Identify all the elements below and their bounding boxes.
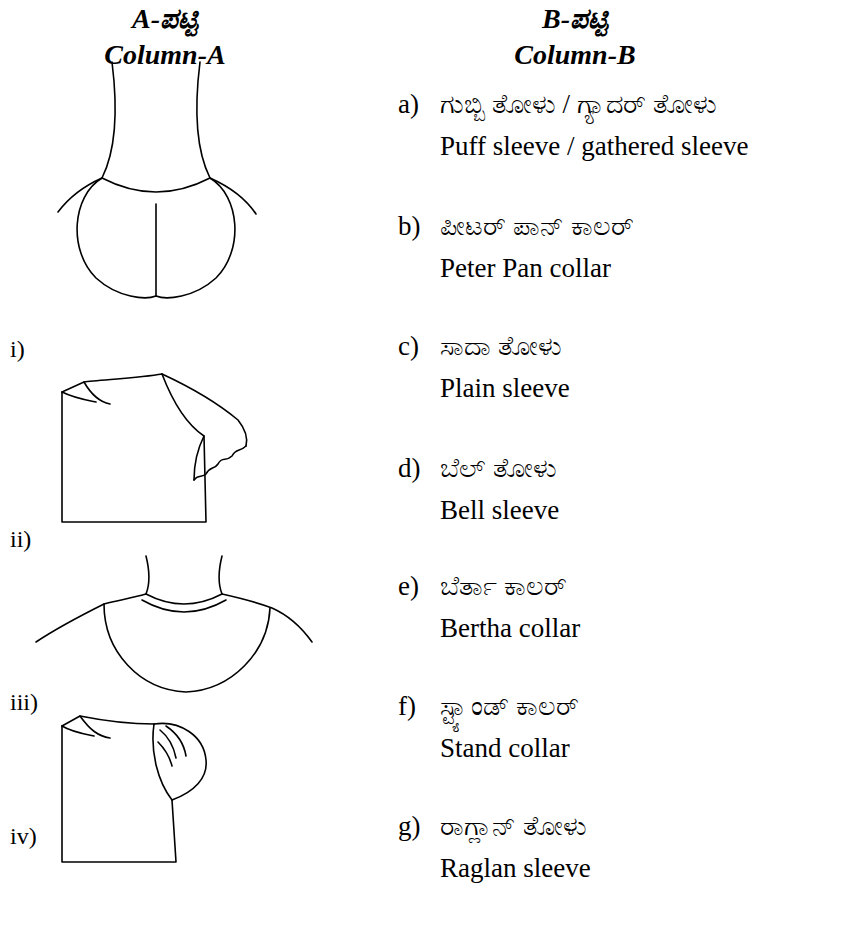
option-text-english: Plain sleeve bbox=[440, 372, 570, 404]
option-letter: a) bbox=[398, 88, 419, 120]
option-text-kannada: ಬೆಲ್ ತೋಳು bbox=[440, 452, 557, 484]
option-text-kannada: ರಾಗ್ಲಾನ್ ತೋಳು bbox=[440, 810, 587, 842]
option-text-kannada: ಪೀಟರ್ ಪಾನ್ ಕಾಲರ್ bbox=[440, 210, 634, 242]
option-text-english: Bell sleeve bbox=[440, 494, 559, 526]
puff-sleeve-figure bbox=[62, 716, 206, 862]
option-letter: g) bbox=[398, 810, 421, 842]
bertha-collar-figure bbox=[36, 556, 312, 692]
item-number: iii) bbox=[10, 688, 38, 717]
option-letter: b) bbox=[398, 210, 421, 242]
peter-pan-collar-figure bbox=[58, 62, 256, 298]
column-heading: B-ಪಟ್ಟಿ bbox=[445, 2, 705, 36]
option-text-kannada: ಸಾದಾ ತೋಳು bbox=[440, 330, 562, 362]
option-letter: f) bbox=[398, 690, 416, 722]
option-letter: e) bbox=[398, 570, 419, 602]
option-text-english: Peter Pan collar bbox=[440, 252, 611, 284]
item-number: iv) bbox=[10, 822, 37, 851]
option-text-english: Stand collar bbox=[440, 732, 570, 764]
option-text-kannada: ಬೆರ್ತಾ ಕಾಲರ್ bbox=[440, 570, 567, 602]
item-number: ii) bbox=[10, 525, 31, 554]
option-text-english: Puff sleeve / gathered sleeve bbox=[440, 130, 748, 162]
option-letter: d) bbox=[398, 452, 421, 484]
option-letter: c) bbox=[398, 330, 419, 362]
item-number: i) bbox=[10, 335, 25, 364]
bell-sleeve-figure bbox=[62, 374, 247, 522]
column-heading: Column-A bbox=[35, 38, 295, 72]
option-text-kannada: ಗುಬ್ಬಿ ತೋಳು / ಗ್ಯಾದರ್ ತೋಳು bbox=[440, 88, 717, 120]
option-text-kannada: ಸ್ಟ್ಯಾಂಡ್ ಕಾಲರ್ bbox=[440, 690, 579, 722]
column-heading: Column-B bbox=[445, 38, 705, 72]
option-text-english: Raglan sleeve bbox=[440, 852, 591, 884]
column-heading: A-ಪಟ್ಟಿ bbox=[35, 2, 295, 36]
option-text-english: Bertha collar bbox=[440, 612, 580, 644]
